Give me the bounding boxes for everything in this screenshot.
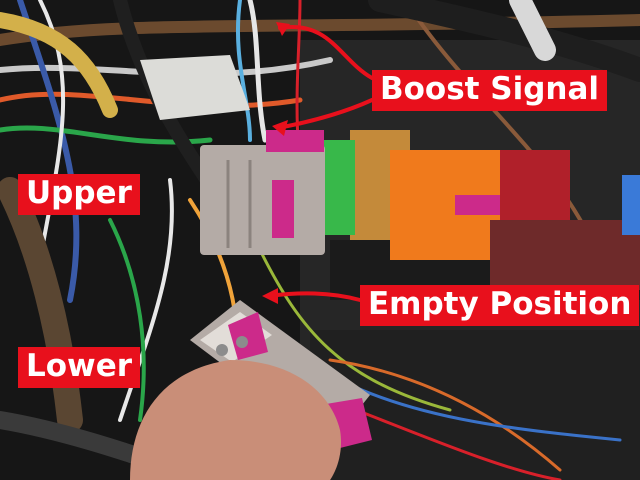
- lower-label: Lower: [18, 347, 141, 388]
- upper-label: Upper: [18, 174, 140, 215]
- arrowhead-bottom: [272, 120, 288, 136]
- empty-position-label: Empty Position: [360, 285, 640, 326]
- arrowhead-top: [276, 22, 290, 36]
- arrowheads: [262, 22, 290, 304]
- hand: [130, 360, 342, 480]
- brown-relay: [490, 220, 640, 290]
- boost-arrow-top: [278, 24, 374, 80]
- orange-relay-latch: [455, 195, 505, 215]
- boost-arrow-bottom: [276, 98, 374, 130]
- upper-connector: [200, 130, 325, 255]
- boost-signal-label: Boost Signal: [372, 70, 608, 111]
- blue-relay: [622, 175, 640, 235]
- arrowhead-empty: [262, 288, 278, 304]
- green-relay: [320, 140, 355, 235]
- white-tag: [140, 55, 250, 120]
